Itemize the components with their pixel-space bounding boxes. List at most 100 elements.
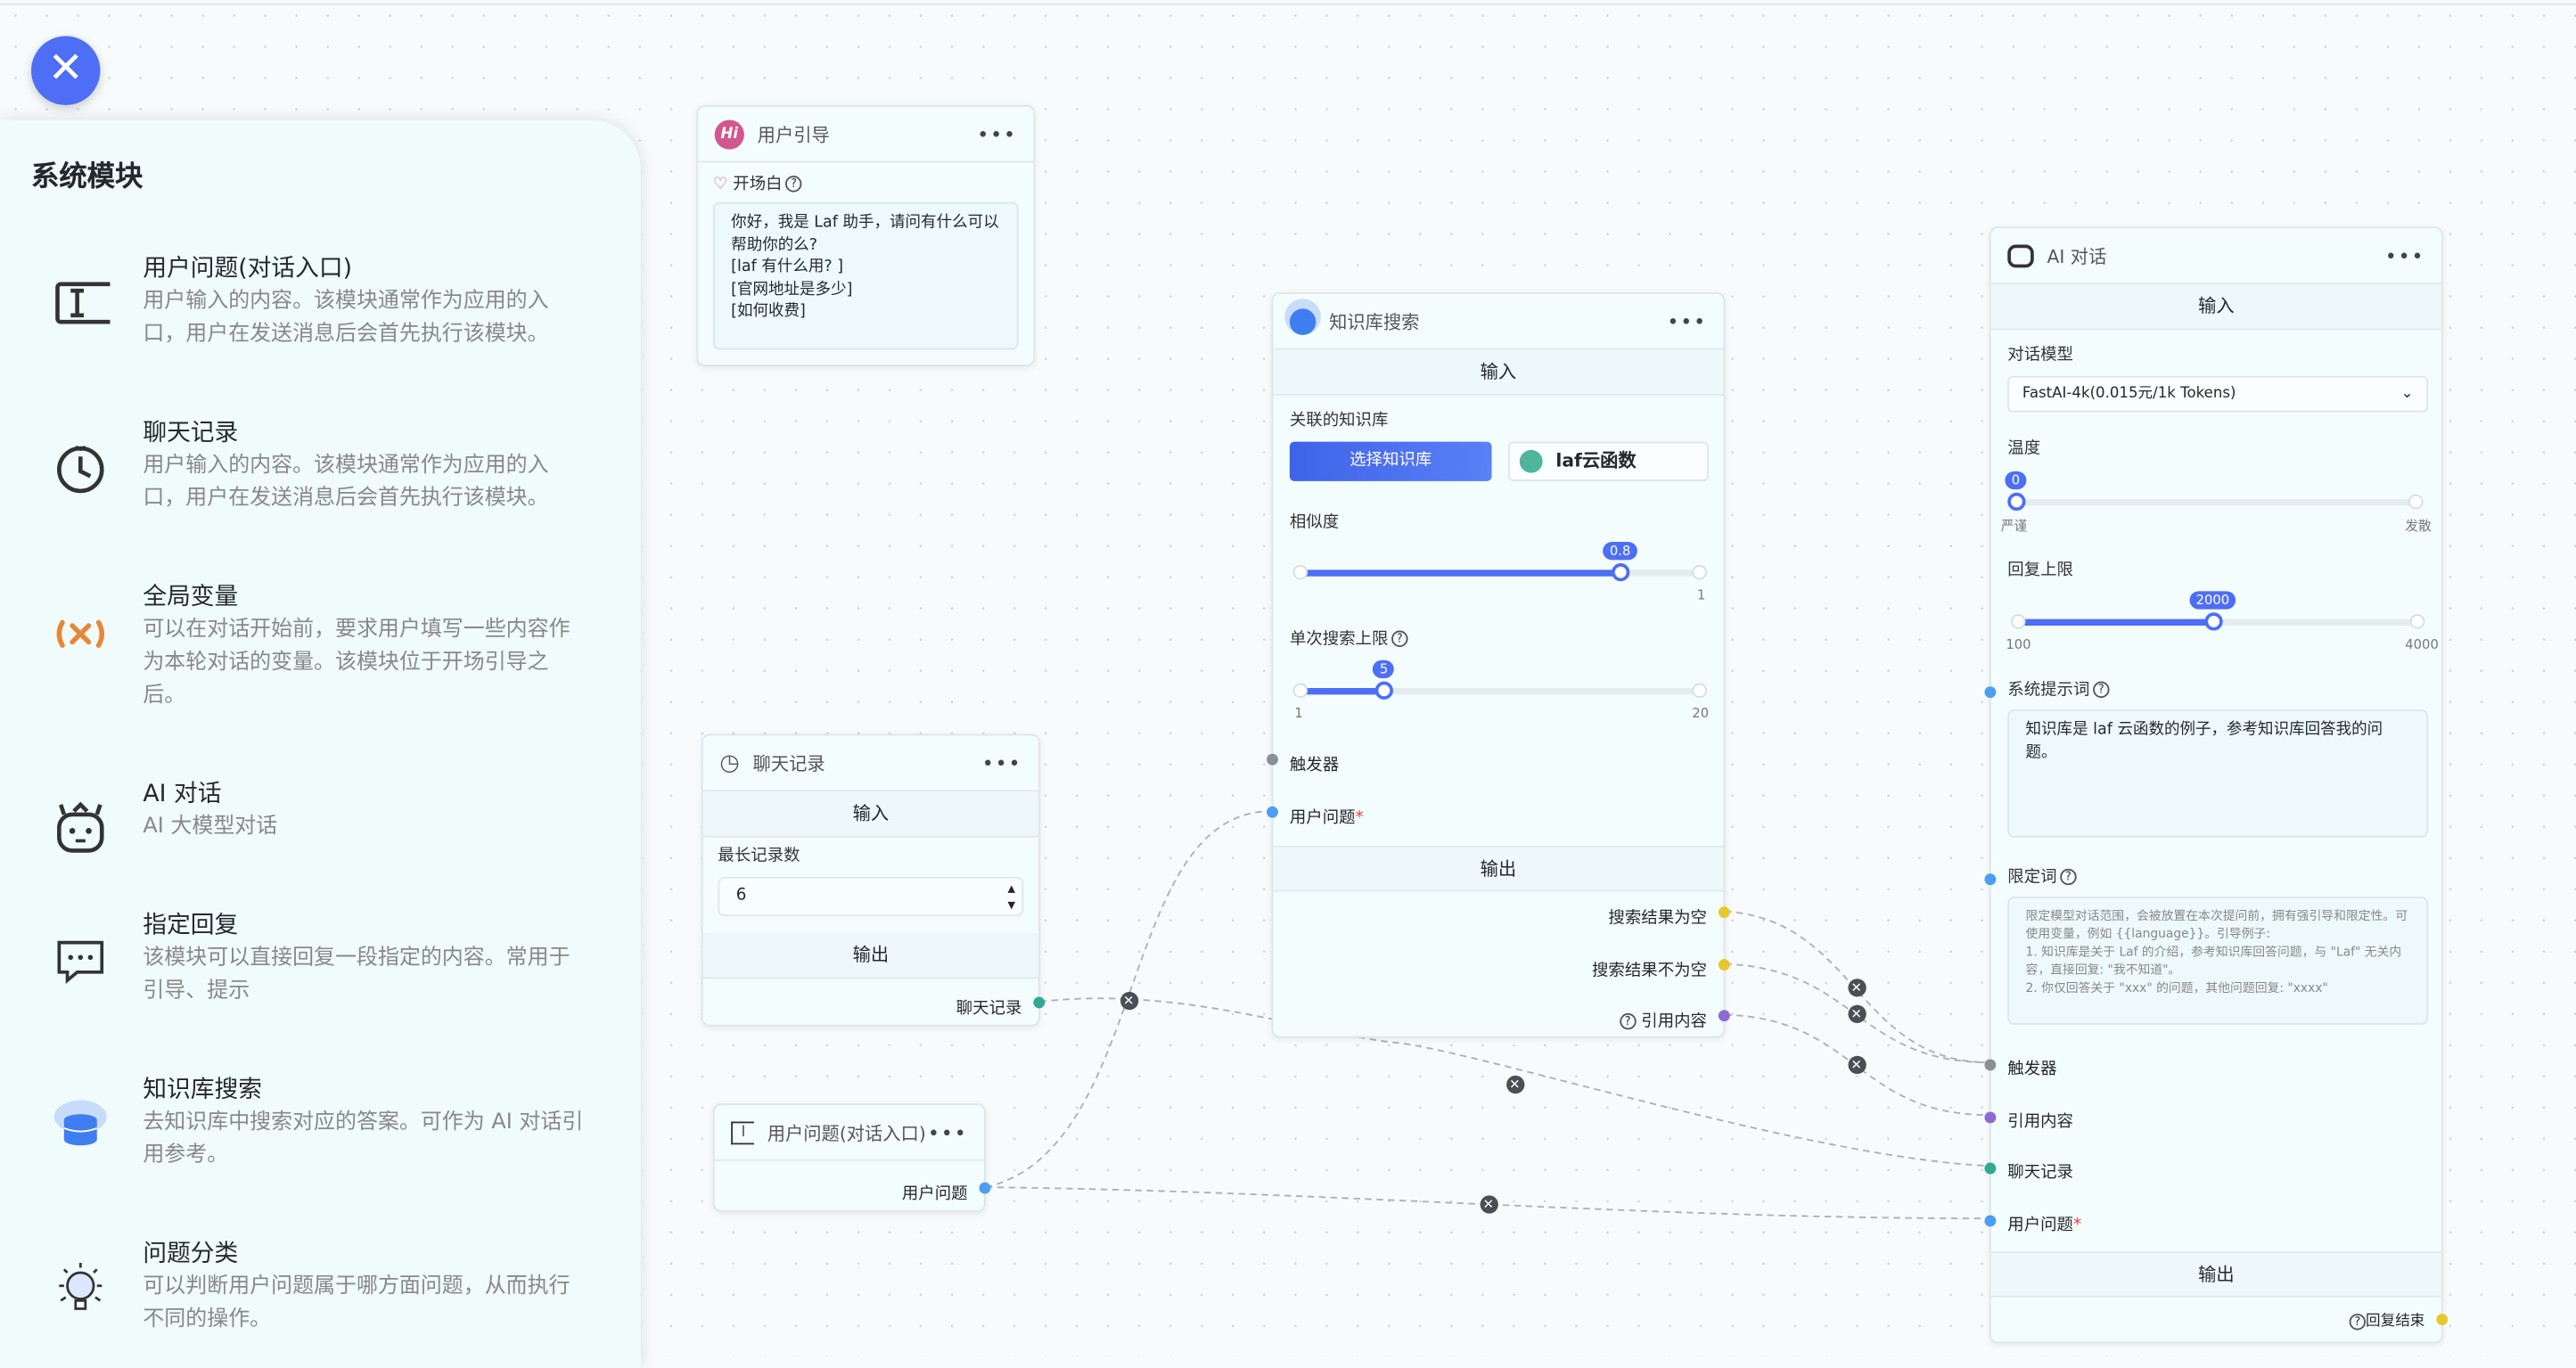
search-limit-slider[interactable]: 5	[1292, 659, 1707, 700]
node-ai-chat[interactable]: AI 对话••• 输入 对话模型 FastAI-4k(0.015元/1k Tok…	[1984, 226, 2449, 1344]
help-icon[interactable]: ?	[2093, 681, 2110, 699]
node-kb-search[interactable]: 知识库搜索••• 输入 关联的知识库 选择知识库 laf云函数 相似度 0.8 …	[1267, 291, 1730, 1038]
output-port-notempty[interactable]	[1718, 959, 1730, 971]
temperature-slider[interactable]: 0	[2005, 471, 2424, 512]
output-section-header: 输出	[702, 932, 1038, 979]
select-kb-button[interactable]: 选择知识库	[1289, 441, 1492, 481]
tick-max: 20	[1692, 706, 1710, 721]
hi-icon: Hi	[714, 119, 744, 149]
model-value: FastAI-4k(0.015元/1k Tokens)	[2022, 386, 2236, 403]
close-icon: ✕	[47, 44, 84, 94]
tick-min: 严谨	[2000, 519, 2028, 534]
input-port-question[interactable]	[1984, 1215, 1997, 1227]
help-icon[interactable]: ?	[785, 176, 802, 193]
clock-icon: ◷	[719, 750, 740, 776]
kb-item[interactable]: laf云函数	[1507, 441, 1709, 481]
quote-label: 引用内容	[2007, 1113, 2073, 1132]
input-section-header: 输入	[702, 791, 1038, 838]
slider-end	[2010, 614, 2026, 629]
node-title: AI 对话	[2047, 245, 2107, 267]
limit-label: 限定词?	[2007, 868, 2077, 889]
system-prompt-textarea[interactable]: 知识库是 laf 云函数的例子，参考知识库回答我的问题。	[2007, 709, 2429, 838]
help-icon[interactable]: ?	[1391, 630, 1408, 647]
more-button[interactable]: •••	[927, 1120, 968, 1144]
module-desc: 去知识库中搜索对应的答案。可作为 AI 对话引用参考。	[143, 1110, 584, 1168]
trigger-label: 触发器	[1289, 757, 1340, 775]
tick-min: 1	[1294, 706, 1303, 721]
required-mark: *	[1355, 809, 1364, 828]
slider-value: 2000	[2189, 591, 2236, 610]
kb-name: laf云函数	[1555, 449, 1637, 471]
robot-icon	[57, 801, 104, 853]
output-port-history[interactable]	[1033, 996, 1046, 1009]
close-button[interactable]: ✕	[31, 36, 101, 105]
delete-edge-button[interactable]: ✕	[1847, 1003, 1866, 1023]
slider-thumb[interactable]	[2204, 612, 2223, 631]
more-button[interactable]: •••	[977, 122, 1017, 146]
output-port-quote[interactable]	[1718, 1010, 1730, 1022]
output-port-empty[interactable]	[1718, 906, 1730, 919]
help-icon[interactable]: ?	[1619, 1012, 1637, 1030]
slider-fill	[1299, 569, 1620, 577]
node-title: 用户问题(对话入口)	[767, 1122, 926, 1144]
delete-edge-button[interactable]: ✕	[1505, 1074, 1524, 1094]
help-icon[interactable]: ?	[2349, 1313, 2367, 1330]
output-label: 聊天记录	[956, 1000, 1022, 1019]
welcome-label: 开场白	[733, 176, 783, 194]
delete-edge-button[interactable]: ✕	[1479, 1194, 1497, 1213]
text-cursor-icon: I	[731, 1120, 754, 1144]
required-mark: *	[2072, 1216, 2082, 1235]
input-port-trigger[interactable]	[1984, 1059, 1997, 1071]
chat-bubble-icon	[57, 940, 104, 984]
input-port-limit[interactable]	[1984, 873, 1997, 886]
similarity-slider[interactable]: 0.8	[1292, 542, 1707, 582]
database-icon	[53, 1100, 107, 1146]
node-title: 知识库搜索	[1329, 311, 1420, 333]
stepper-arrows-icon[interactable]: ▲▼	[1007, 883, 1016, 912]
system-prompt-label: 系统提示词?	[2007, 681, 2110, 701]
similarity-label: 相似度	[1289, 513, 1340, 533]
finish-label-text: 回复结束	[2366, 1314, 2425, 1331]
welcome-textarea[interactable]: 你好，我是 Laf 助手，请问有什么可以帮助你的么? [laf 有什么用? ] …	[712, 201, 1019, 350]
delete-edge-button[interactable]: ✕	[1847, 1054, 1866, 1074]
tick-max: 1	[1696, 587, 1706, 603]
slider-thumb[interactable]	[1375, 681, 1394, 700]
slider-end	[1692, 683, 1707, 699]
edge-question-to-kb	[985, 810, 1272, 1189]
input-port-trigger[interactable]	[1267, 753, 1278, 766]
output-port-question[interactable]	[979, 1182, 991, 1194]
heart-bubble-icon: ♡	[712, 176, 728, 194]
slider-end	[2409, 614, 2425, 629]
help-icon[interactable]: ?	[2060, 868, 2077, 886]
max-records-stepper[interactable]: 6▲▼	[718, 876, 1024, 917]
delete-edge-button[interactable]: ✕	[1120, 991, 1138, 1010]
delete-edge-button[interactable]: ✕	[1847, 978, 1866, 996]
more-button[interactable]: •••	[981, 750, 1022, 774]
more-button[interactable]: •••	[2384, 243, 2425, 267]
more-button[interactable]: •••	[1667, 309, 1707, 333]
question-label: 用户问题*	[1290, 803, 1364, 828]
module-title: AI 对话	[143, 782, 222, 808]
slider-value: 5	[1373, 659, 1395, 678]
slider-thumb[interactable]	[2007, 492, 2026, 512]
output-port-finish[interactable]	[2436, 1314, 2449, 1325]
clock-icon	[57, 445, 104, 494]
node-title: 聊天记录	[752, 752, 825, 774]
input-port-question[interactable]	[1267, 806, 1278, 818]
model-select[interactable]: FastAI-4k(0.015元/1k Tokens)⌄	[2007, 375, 2429, 413]
limit-label: 单次搜索上限?	[1290, 630, 1408, 651]
laf-logo-icon	[1519, 449, 1543, 473]
module-desc: 用户输入的内容。该模块通常作为应用的入口，用户在发送消息后会首先执行该模块。	[143, 453, 549, 512]
input-port-quote[interactable]	[1984, 1111, 1997, 1124]
limit-textarea[interactable]: 限定模型对话范围，会被放置在本次提问前，拥有强引导和限定性。可使用变量，例如 {…	[2007, 897, 2429, 1025]
variable-icon	[56, 619, 105, 648]
tick-max: 发散	[2405, 519, 2432, 534]
node-chat-history[interactable]: ◷聊天记录••• 输入 最长记录数 6▲▼ 输出 聊天记录	[701, 733, 1046, 1027]
max-tokens-slider[interactable]: 2000	[2010, 591, 2425, 631]
slider-thumb[interactable]	[1612, 563, 1630, 582]
input-port-system[interactable]	[1984, 686, 1997, 699]
input-port-history[interactable]	[1984, 1162, 1997, 1175]
